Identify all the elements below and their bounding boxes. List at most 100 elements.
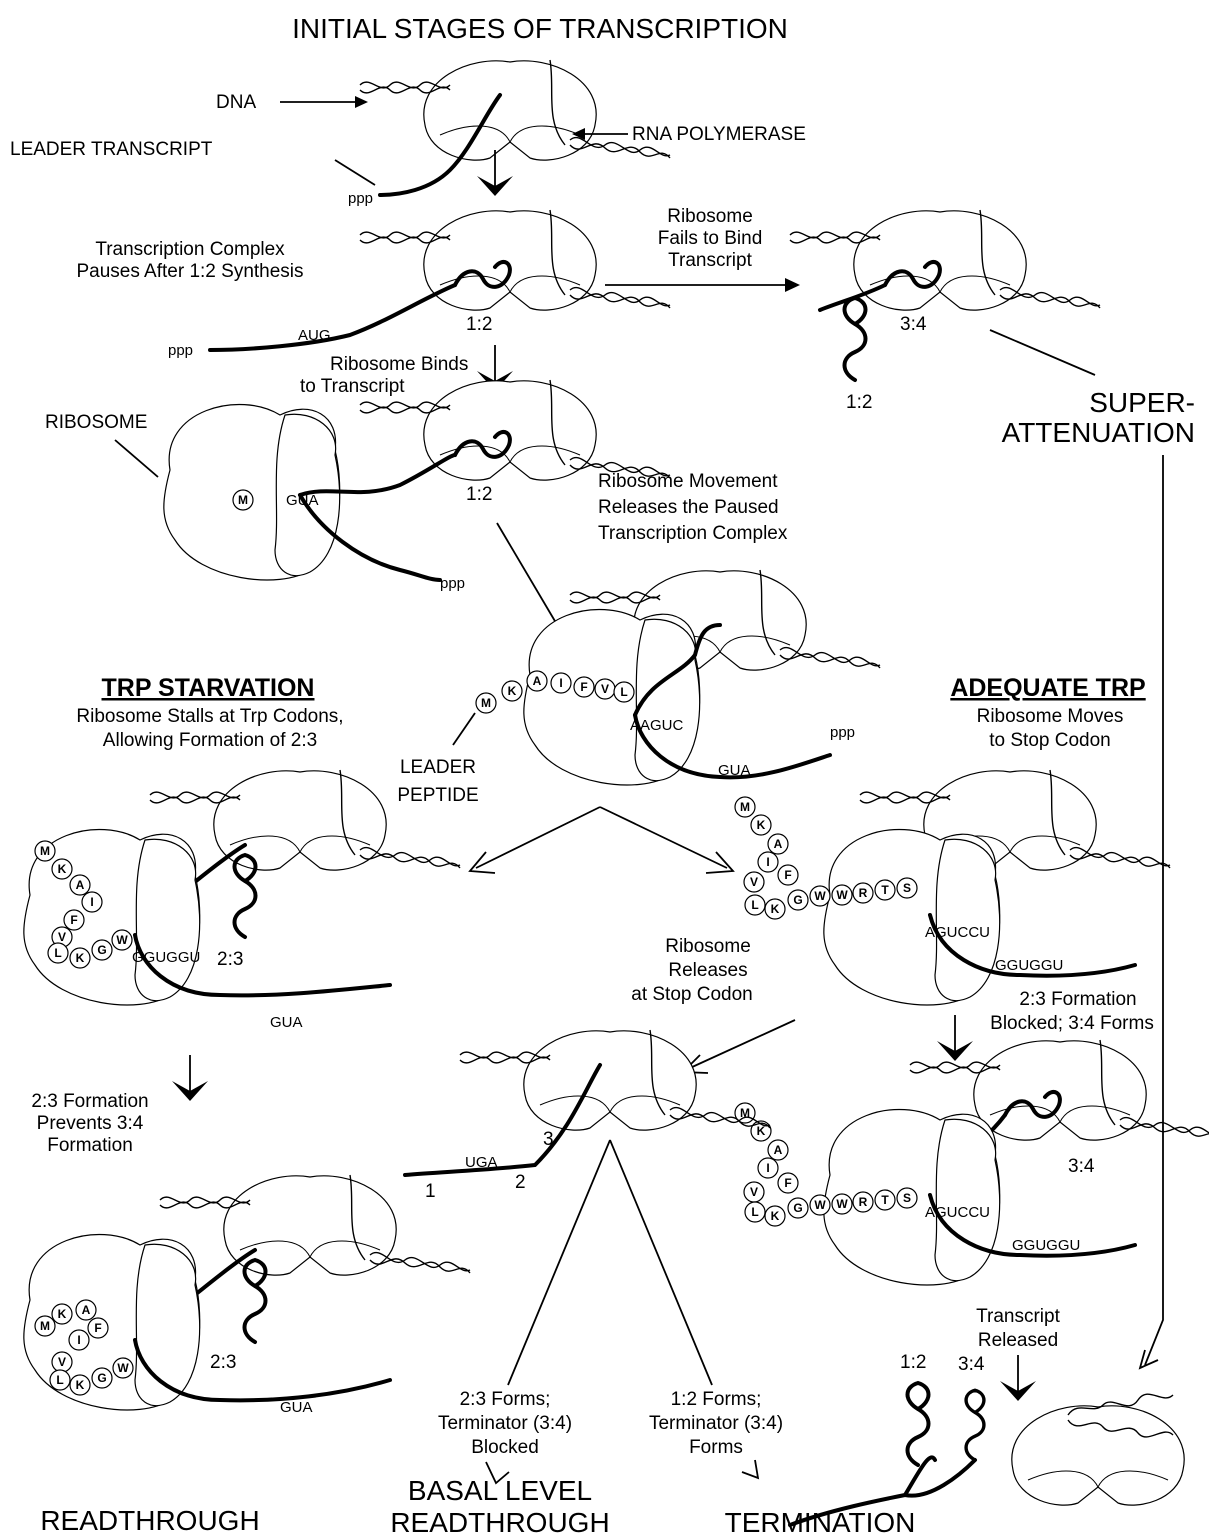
center-residue-4: F xyxy=(580,680,587,694)
aguccu-label-2: AGUCCU xyxy=(925,1204,990,1221)
starv1-residue-8: G xyxy=(97,943,106,957)
starv2-residue-7: K xyxy=(76,1378,85,1392)
starv2-residue-9: W xyxy=(117,1361,129,1375)
aa-m-stage3: M xyxy=(238,493,248,507)
adeq1-residue-11: R xyxy=(859,886,868,900)
dna-label: DNA xyxy=(216,92,256,113)
stage3-complex xyxy=(360,380,670,480)
arrow-release xyxy=(497,523,562,633)
gguggu-starv-1: GGUGGU xyxy=(132,949,200,966)
starv2-residue-5: V xyxy=(58,1355,66,1369)
starv2-residue-4: F xyxy=(94,1321,101,1335)
fails-text: RibosomeFails to BindTranscript xyxy=(658,206,763,271)
center-residue-1: K xyxy=(508,684,517,698)
arrow-superattenuation xyxy=(1145,455,1163,1365)
gua-label-2: GUA xyxy=(718,762,751,779)
center-residue-3: I xyxy=(559,676,562,690)
adeq1-residue-4: F xyxy=(784,868,791,882)
arrow-stop xyxy=(690,1020,795,1068)
starv1-residue-3: I xyxy=(90,895,93,909)
aaguc-label: AAGUC xyxy=(630,717,684,734)
readthrough-label: READTHROUGH xyxy=(40,1505,259,1536)
trp-starvation-heading: TRP STARVATION xyxy=(102,674,315,702)
rna-polymerase-label: RNA POLYMERASE xyxy=(632,124,806,145)
adeq1-residue-3: I xyxy=(766,855,769,869)
arrow-down-released xyxy=(1000,1355,1036,1401)
pair-1-2-c: 1:2 xyxy=(466,484,492,505)
pair-2-3-a: 2:3 xyxy=(217,949,243,970)
adeq1-residue-5: V xyxy=(750,875,758,889)
starv1-residue-6: L xyxy=(54,946,61,960)
gua-label-4: GUA xyxy=(280,1399,313,1416)
arrow-to-adequate xyxy=(600,807,727,868)
adeq2-residue-5: V xyxy=(750,1185,758,1199)
center-residue-5: V xyxy=(601,682,609,696)
adeq2-residue-3: I xyxy=(766,1161,769,1175)
starv2-residue-8: G xyxy=(97,1371,106,1385)
forms-1-2-text: 1:2 Forms;Terminator (3:4)Forms xyxy=(649,1389,783,1458)
adeq2-residue-4: F xyxy=(784,1176,791,1190)
region-3-label: 3 xyxy=(543,1129,554,1150)
adeq2-residue-10: W xyxy=(836,1197,848,1211)
starv2-residue-3: I xyxy=(77,1333,80,1347)
starv1-residue-5: V xyxy=(58,930,66,944)
starv2-residue-6: L xyxy=(56,1373,63,1387)
gguggu-label-2: GGUGGU xyxy=(1012,1237,1080,1254)
pair-1-2-b: 1:2 xyxy=(846,392,872,413)
starv1-residue-4: F xyxy=(70,913,77,927)
gua-label-3: GUA xyxy=(270,1014,303,1031)
pair-2-3-b: 2:3 xyxy=(210,1352,236,1373)
aguccu-label-1: AGUCCU xyxy=(925,924,990,941)
superattenuation-complex xyxy=(790,210,1100,380)
adeq1-residue-8: G xyxy=(793,893,802,907)
region-1-label: 1 xyxy=(425,1181,436,1202)
adeq2-residue-8: G xyxy=(793,1201,802,1215)
uga-label: UGA xyxy=(465,1154,498,1171)
superattenuation-label: SUPER-ATTENUATION xyxy=(1002,387,1195,448)
starvation-complex-2 xyxy=(160,1175,470,1342)
arrow-to-starvation xyxy=(476,807,600,868)
pair-3-4-a: 3:4 xyxy=(900,314,927,335)
pause-text: Transcription ComplexPauses After 1:2 Sy… xyxy=(76,239,303,282)
ppp-label-3: ppp xyxy=(440,575,465,592)
terminated-transcript xyxy=(790,1383,984,1525)
blocked-text: 2:3 FormationBlocked; 3:4 Forms xyxy=(990,989,1154,1034)
region-2-label: 2 xyxy=(515,1172,526,1193)
termination-label: TERMINATION xyxy=(725,1507,916,1538)
transcript-released-text: TranscriptReleased xyxy=(976,1306,1060,1351)
ribosome-label: RIBOSOME xyxy=(45,412,147,433)
starv2-residue-2: A xyxy=(82,1303,91,1317)
starv1-residue-9: W xyxy=(116,933,128,947)
trp-starvation-sub: Ribosome Stalls at Trp Codons,Allowing F… xyxy=(76,706,343,751)
aug-label: AUG xyxy=(298,327,331,344)
adeq2-residue-11: R xyxy=(859,1195,868,1209)
adequate-trp-heading: ADEQUATE TRP xyxy=(950,674,1145,702)
pair-1-2-a: 1:2 xyxy=(466,314,492,335)
ppp-label-2: ppp xyxy=(168,342,193,359)
adeq1-residue-10: W xyxy=(836,888,848,902)
adeq2-residue-13: S xyxy=(903,1191,911,1205)
basal-complex xyxy=(405,1030,770,1175)
diagram-title: INITIAL STAGES OF TRANSCRIPTION xyxy=(292,13,788,44)
adeq1-residue-2: A xyxy=(774,837,783,851)
pair-3-4-b: 3:4 xyxy=(1068,1156,1095,1177)
leader-transcript-label: LEADER TRANSCRIPT xyxy=(10,139,213,160)
stage1-complex xyxy=(360,60,670,195)
basal-level-label: BASAL LEVELREADTHROUGH xyxy=(390,1475,609,1538)
arrow-down-blocked xyxy=(937,1015,973,1061)
center-residue-0: M xyxy=(481,696,491,710)
leader-peptide-label: LEADERPEPTIDE xyxy=(397,757,478,806)
starv1-residue-0: M xyxy=(40,844,50,858)
arrow-termination xyxy=(742,1460,758,1478)
gua-label-1: GUA xyxy=(286,492,319,509)
adeq1-residue-0: M xyxy=(740,800,750,814)
adeq1-residue-13: S xyxy=(903,881,911,895)
binds-text: Ribosome Bindsto Transcript xyxy=(300,354,468,397)
adeq2-residue-7: K xyxy=(771,1209,780,1223)
release-text: Ribosome MovementReleases the PausedTran… xyxy=(598,471,788,544)
ppp-label-1: ppp xyxy=(348,190,373,207)
adeq2-residue-12: T xyxy=(881,1193,889,1207)
starv1-residue-7: K xyxy=(76,951,85,965)
prevents-text: 2:3 FormationPrevents 3:4Formation xyxy=(31,1091,148,1156)
